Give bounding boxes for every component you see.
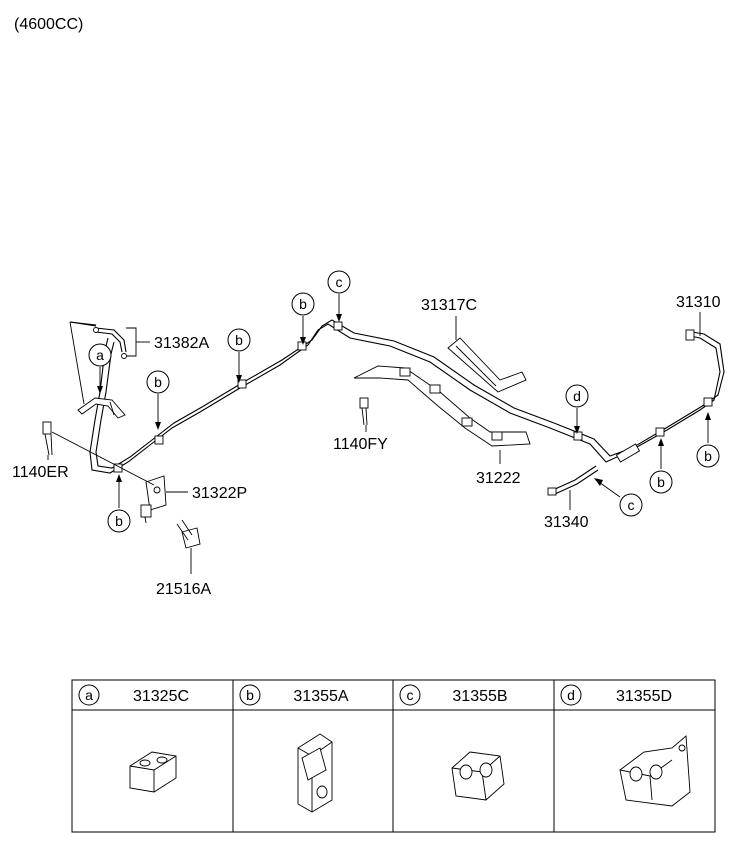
callout-c-1: c xyxy=(327,270,351,294)
svg-text:b: b xyxy=(246,687,254,703)
end-fitting-31310 xyxy=(685,329,695,341)
callout-b-3: b xyxy=(291,292,315,316)
bolt-1140fy xyxy=(359,397,369,426)
callout-d-1: d xyxy=(565,384,589,408)
bracket-31222 xyxy=(353,365,531,447)
legend-cell-c: c 31355B xyxy=(399,684,508,706)
svg-text:31355A: 31355A xyxy=(293,688,348,705)
label-31310: 31310 xyxy=(676,294,721,311)
end-fitting-31340 xyxy=(547,487,557,496)
bracket-31322p xyxy=(140,475,167,524)
svg-text:b: b xyxy=(235,332,243,348)
label-1140er: 1140ER xyxy=(12,464,69,481)
svg-text:b: b xyxy=(154,374,162,390)
clip-31355d-drawing xyxy=(619,735,691,807)
svg-text:d: d xyxy=(567,687,575,703)
label-31382a: 31382A xyxy=(154,335,209,352)
label-31317c: 31317C xyxy=(421,297,477,314)
hose-31382a xyxy=(93,327,127,359)
bolt-1140er xyxy=(42,421,53,456)
callout-a-1: a xyxy=(88,343,112,367)
pipe-sleeve xyxy=(615,443,641,463)
callout-b-2: b xyxy=(146,370,170,394)
label-31222: 31222 xyxy=(476,470,521,487)
leader-lines xyxy=(47,312,701,574)
label-31340: 31340 xyxy=(544,514,589,531)
label-21516a: 21516A xyxy=(156,581,211,598)
bolt-21516a xyxy=(176,519,201,549)
svg-text:d: d xyxy=(573,388,581,404)
clip-legend-table: a 31325C b 31355A c 31355B d 31355D xyxy=(71,679,716,833)
pipe-clips xyxy=(113,321,713,473)
callout-arrows xyxy=(97,294,711,508)
svg-text:c: c xyxy=(628,497,635,513)
bracket-31317c xyxy=(447,337,527,393)
svg-text:a: a xyxy=(85,687,93,703)
svg-text:b: b xyxy=(657,474,665,490)
svg-text:b: b xyxy=(704,448,712,464)
legend-cell-d: d 31355D xyxy=(560,684,672,706)
legend-cell-b: b 31355A xyxy=(239,684,349,706)
label-1140fy: 1140FY xyxy=(333,436,388,453)
callout-b-1: b xyxy=(227,328,251,352)
callout-c-2: c xyxy=(619,493,643,517)
svg-text:a: a xyxy=(96,347,104,363)
bracket-left xyxy=(77,397,126,419)
svg-text:31355D: 31355D xyxy=(616,688,672,705)
callout-b-4: b xyxy=(107,509,131,533)
svg-text:c: c xyxy=(407,687,414,703)
clip-31355a-drawing xyxy=(297,733,333,813)
svg-text:c: c xyxy=(336,274,343,290)
callout-b-6: b xyxy=(696,444,720,468)
callout-b-5: b xyxy=(649,470,673,494)
clip-31355b-drawing xyxy=(451,751,505,801)
engine-note: (4600CC) xyxy=(14,16,83,33)
legend-cell-a: a 31325C xyxy=(78,684,189,706)
label-31322p: 31322P xyxy=(192,485,247,502)
clip-31325c-drawing xyxy=(129,751,177,793)
svg-text:b: b xyxy=(115,513,123,529)
fuel-pipes xyxy=(89,319,725,496)
svg-text:31355B: 31355B xyxy=(452,688,507,705)
svg-text:b: b xyxy=(299,296,307,312)
svg-text:31325C: 31325C xyxy=(133,688,189,705)
